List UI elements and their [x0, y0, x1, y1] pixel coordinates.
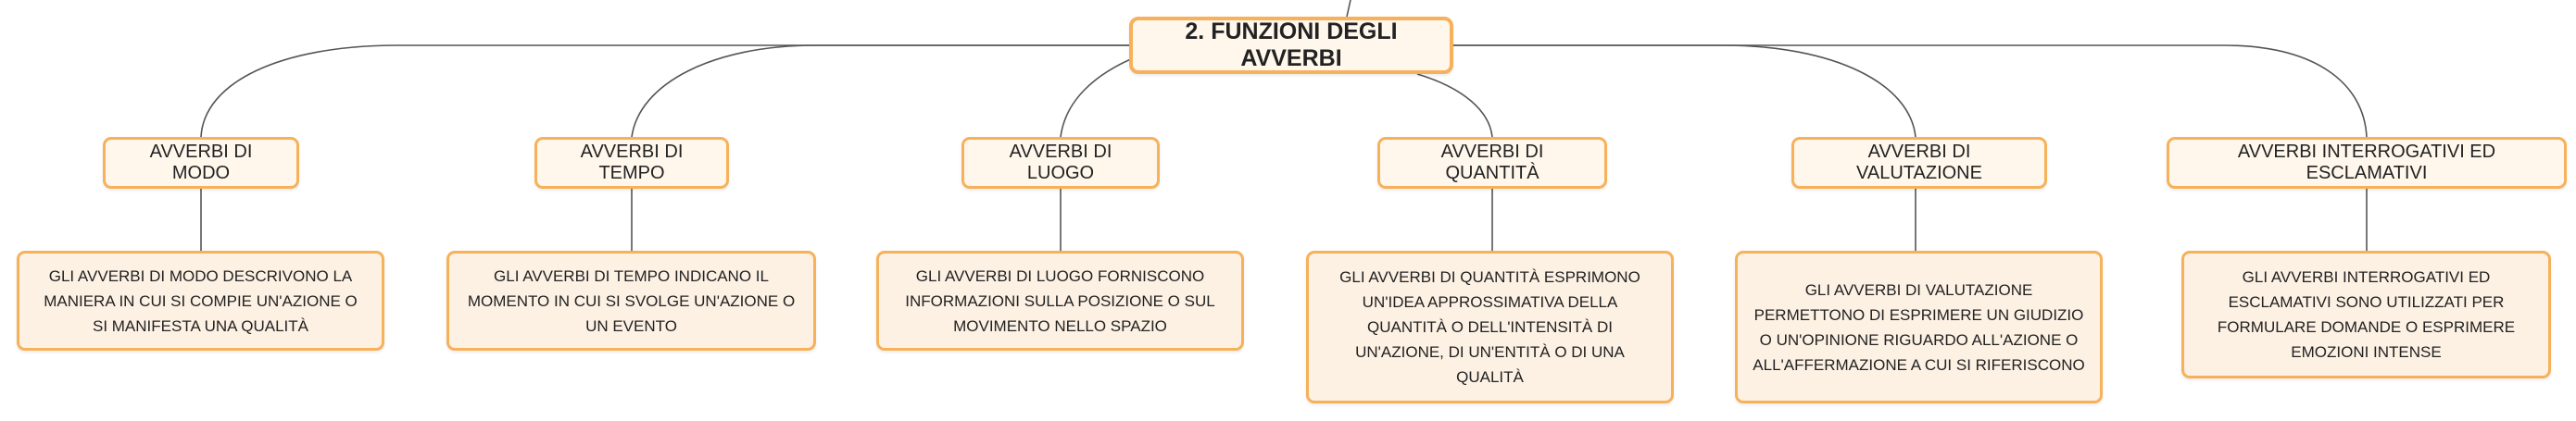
node-avverbi-di-modo[interactable]: AVVERBI DI MODO — [103, 137, 299, 189]
node-avverbi-di-quantita[interactable]: AVVERBI DI QUANTITÀ — [1377, 137, 1607, 189]
node-avverbi-di-valutazione[interactable]: AVVERBI DI VALUTAZIONE — [1791, 137, 2047, 189]
root-node[interactable]: 2. FUNZIONI DEGLI AVVERBI — [1129, 17, 1453, 74]
description-avverbi-di-tempo[interactable]: GLI AVVERBI DI TEMPO INDICANO IL MOMENTO… — [446, 251, 816, 351]
description-avverbi-di-quantita[interactable]: GLI AVVERBI DI QUANTITÀ ESPRIMONO UN'IDE… — [1306, 251, 1674, 403]
node-avverbi-interrogativi-esclamativi[interactable]: AVVERBI INTERROGATIVI ED ESCLAMATIVI — [2167, 137, 2567, 189]
node-avverbi-di-tempo[interactable]: AVVERBI DI TEMPO — [534, 137, 729, 189]
connector-tempo — [631, 44, 1129, 138]
description-avverbi-di-luogo[interactable]: GLI AVVERBI DI LUOGO FORNISCONO INFORMAZ… — [876, 251, 1244, 351]
node-avverbi-di-luogo[interactable]: AVVERBI DI LUOGO — [961, 137, 1160, 189]
connector-interrogativi — [1453, 44, 2368, 138]
description-avverbi-interrogativi-esclamativi[interactable]: GLI AVVERBI INTERROGATIVI ED ESCLAMATIVI… — [2181, 251, 2551, 378]
description-avverbi-di-modo[interactable]: GLI AVVERBI DI MODO DESCRIVONO LA MANIER… — [17, 251, 384, 351]
connector-quantita — [1416, 73, 1493, 138]
parent-connector — [1346, 0, 1351, 18]
description-avverbi-di-valutazione[interactable]: GLI AVVERBI DI VALUTAZIONE PERMETTONO DI… — [1735, 251, 2103, 403]
connector-modo — [200, 44, 1129, 138]
connector-valutazione — [1453, 44, 1916, 138]
connector-luogo — [1060, 55, 1140, 138]
